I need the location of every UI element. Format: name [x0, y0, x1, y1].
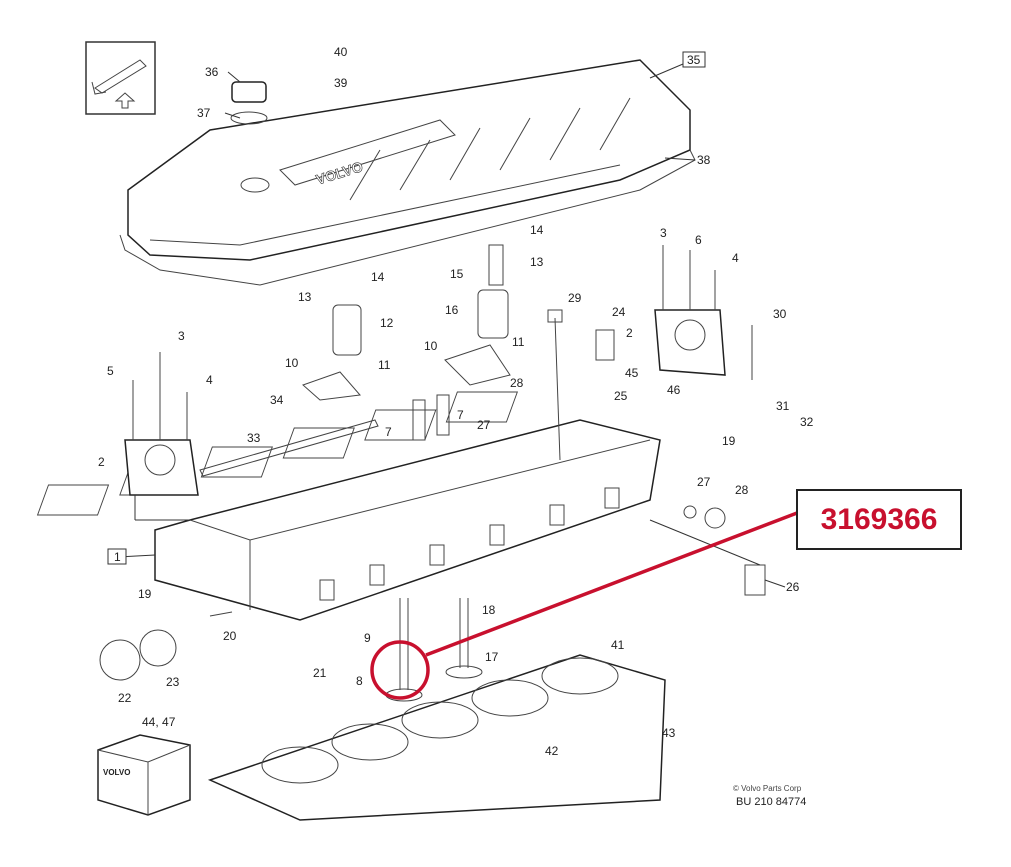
part-number-callout: 3169366 [796, 489, 962, 550]
copyright-text: © Volvo Parts Corp [733, 784, 802, 793]
label-10: 10 [424, 339, 438, 353]
label-30: 30 [773, 307, 787, 321]
label-5: 5 [107, 364, 114, 378]
label-28: 28 [510, 376, 524, 390]
gasket-kit-box: VOLVO [97, 734, 191, 816]
label-34: 34 [270, 393, 284, 407]
camshaft-bearing-cap-left [124, 439, 199, 496]
label-38: 38 [697, 153, 711, 167]
label-21: 21 [313, 666, 327, 680]
part-number: 3169366 [820, 502, 938, 536]
camshaft-bearing-cap-right [654, 309, 726, 376]
label-20: 20 [223, 629, 237, 643]
label-3: 3 [660, 226, 667, 240]
label-23: 23 [166, 675, 180, 689]
label-11: 11 [378, 358, 391, 372]
label-12: 12 [380, 316, 394, 330]
label-2: 2 [626, 326, 633, 340]
label-25: 25 [614, 389, 628, 403]
label-39: 39 [334, 76, 348, 90]
label-14: 14 [530, 223, 544, 237]
label-33: 33 [247, 431, 261, 445]
label-35: 35 [687, 53, 701, 67]
label-11: 11 [512, 335, 525, 349]
label-8: 8 [356, 674, 363, 688]
bolts-and-studs [99, 245, 766, 681]
label-4: 4 [732, 251, 739, 265]
label-28: 28 [735, 483, 749, 497]
part-labels: 40 39 36 37 35 38 14 13 15 16 14 13 12 1… [98, 45, 814, 758]
label-40: 40 [334, 45, 348, 59]
label-29: 29 [568, 291, 582, 305]
oil-filler-cap [230, 81, 268, 125]
label-22: 22 [118, 691, 132, 705]
label-6: 6 [695, 233, 702, 247]
label-36: 36 [205, 65, 219, 79]
label-7: 7 [385, 425, 392, 439]
document-number: BU 210 84774 [736, 796, 807, 808]
label-14: 14 [371, 270, 385, 284]
label-31: 31 [776, 399, 790, 413]
orientation-arrow-icon [85, 41, 156, 115]
kit-box-brand: VOLVO [103, 768, 130, 777]
valves [385, 598, 483, 702]
cylinder-head [36, 391, 661, 621]
label-24: 24 [612, 305, 626, 319]
highlight-callout [370, 511, 798, 700]
label-15: 15 [450, 267, 464, 281]
label-16: 16 [445, 303, 459, 317]
cylinder-head-gasket [207, 654, 666, 821]
label-26: 26 [786, 580, 800, 594]
label-2: 2 [98, 455, 105, 469]
label-4: 4 [206, 373, 213, 387]
highlight-leader-line [425, 511, 798, 657]
label-7: 7 [457, 408, 464, 422]
valve-springs [302, 244, 511, 401]
label-3: 3 [178, 329, 185, 343]
label-19: 19 [138, 587, 152, 601]
label-27: 27 [477, 418, 491, 432]
label-45: 45 [625, 366, 639, 380]
label-1: 1 [114, 550, 121, 564]
valve-cover: VOLVO [119, 59, 696, 286]
highlight-circle [370, 640, 430, 700]
label-13: 13 [530, 255, 544, 269]
label-42: 42 [545, 744, 559, 758]
label-13: 13 [298, 290, 312, 304]
label-32: 32 [800, 415, 814, 429]
label-27: 27 [697, 475, 711, 489]
label-17: 17 [485, 650, 499, 664]
label-37: 37 [197, 106, 211, 120]
label-41: 41 [611, 638, 625, 652]
label-43: 43 [662, 726, 676, 740]
label-9: 9 [364, 631, 371, 645]
label-10: 10 [285, 356, 299, 370]
label-19: 19 [722, 434, 736, 448]
leader-lines [117, 63, 786, 588]
label-46: 46 [667, 383, 681, 397]
label-18: 18 [482, 603, 496, 617]
label-44-47: 44, 47 [142, 715, 176, 729]
